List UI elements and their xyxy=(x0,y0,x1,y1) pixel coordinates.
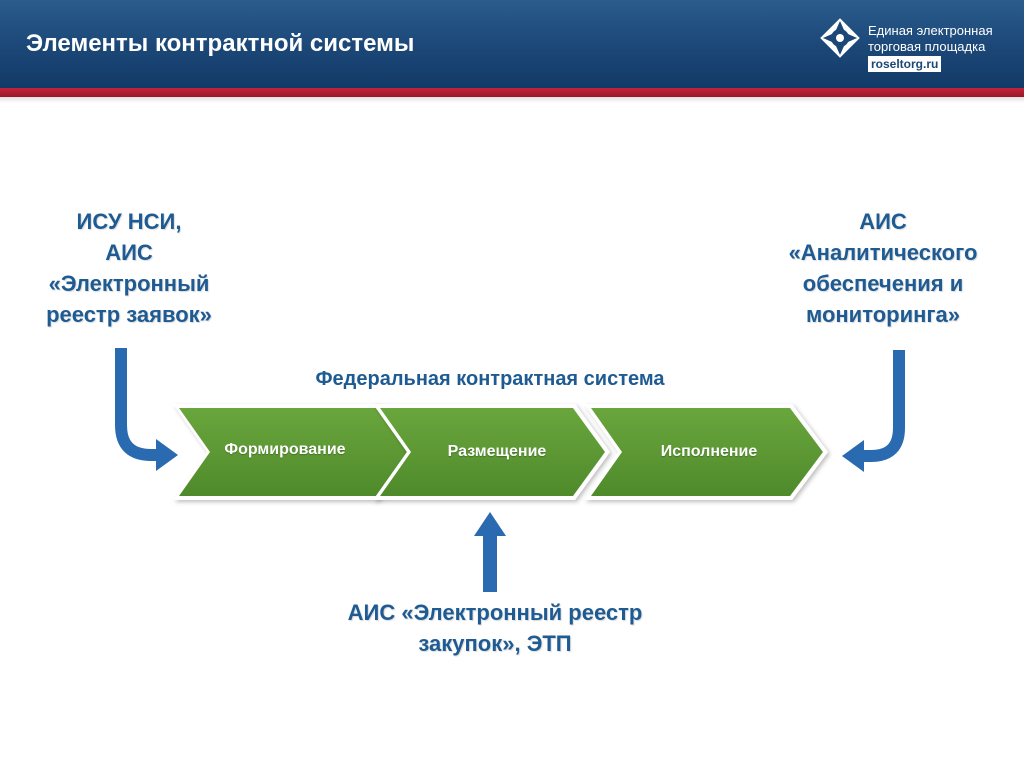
source-left-line-4: реестр заявок» xyxy=(46,302,212,327)
roseltorg-logo-icon xyxy=(820,18,860,58)
source-right-line-4: мониторинга» xyxy=(805,302,961,327)
roseltorg-logo[interactable]: Единая электронная торговая площадка ros… xyxy=(818,16,1008,76)
page-title: Элементы контрактной системы xyxy=(26,30,415,57)
stage-label-formirovanie: Формирование xyxy=(224,441,346,458)
source-ais-registry-etp: АИС «Электронный реестр закупок», ЭТП xyxy=(330,597,660,659)
logo-text-line-1: Единая электронная xyxy=(868,23,993,38)
header-shadow xyxy=(0,97,1024,103)
source-left-line-1: ИСУ НСИ, xyxy=(76,209,182,234)
federal-contract-system-title: Федеральная контрактная система xyxy=(315,368,665,390)
arrow-left-to-formirovanie xyxy=(115,348,178,471)
arrow-bottom-to-razmeshchenie xyxy=(474,512,506,592)
source-ais-analytics: АИС «Аналитического обеспечения и монито… xyxy=(778,206,988,330)
chevron-razmeshchenie xyxy=(373,404,610,500)
source-right-line-2: «Аналитического xyxy=(788,240,978,265)
header-bar: Элементы контрактной системы Единая элек… xyxy=(0,0,1024,88)
arrow-right-to-ispolnenie xyxy=(842,350,905,472)
source-right-line-3: обеспечения и xyxy=(802,271,964,296)
logo-url[interactable]: roseltorg.ru xyxy=(868,56,942,72)
source-right-line-1: АИС xyxy=(859,209,907,234)
source-left-line-3: «Электронный xyxy=(48,271,210,296)
header-red-stripe xyxy=(0,88,1024,97)
chevron-formirovanie xyxy=(173,404,412,500)
source-left-line-2: АИС xyxy=(105,240,153,265)
source-bottom-line-1: АИС «Электронный реестр xyxy=(347,600,643,625)
logo-text-line-2: торговая площадка xyxy=(868,39,986,54)
stage-label-razmeshchenie: Размещение xyxy=(447,443,547,460)
stage-label-ispolnenie: Исполнение xyxy=(660,443,758,460)
chevron-ispolnenie xyxy=(584,404,828,500)
source-isu-nsi: ИСУ НСИ, АИС «Электронный реестр заявок» xyxy=(28,206,230,330)
source-bottom-line-2: закупок», ЭТП xyxy=(418,631,572,656)
